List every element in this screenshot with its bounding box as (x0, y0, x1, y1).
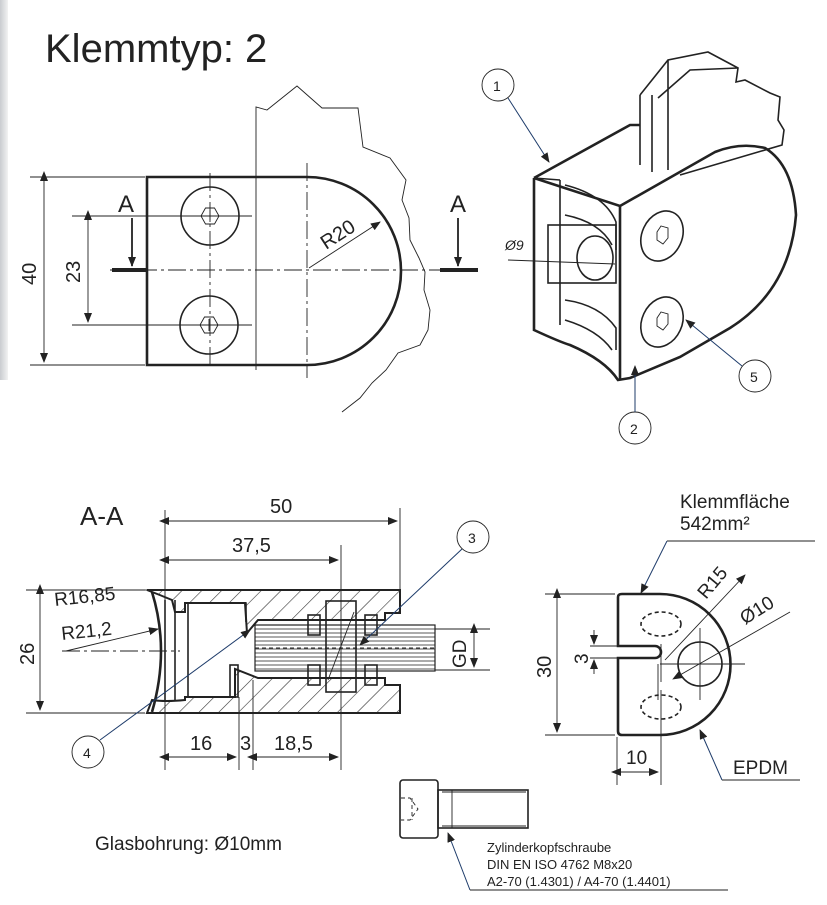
dim-r15: R15 (694, 563, 732, 603)
section-label: A-A (80, 501, 124, 531)
section-view: A-A 50 37,5 R16,85 R21,2 (17, 496, 490, 770)
iso-screw-head-bottom (640, 296, 684, 348)
dim-10: 10 (626, 748, 647, 769)
screw-hole-top (170, 186, 252, 246)
dim-16: 16 (190, 733, 212, 755)
screw-head (399, 779, 439, 839)
callout-5: 5 (750, 369, 758, 385)
iso-screw-head-top (640, 210, 684, 262)
callout-4: 4 (83, 745, 91, 761)
screw-type: Zylinderkopfschraube (487, 840, 611, 855)
callout-circle-3 (456, 520, 490, 554)
scan-edge-shadow (0, 0, 8, 380)
dim-40: 40 (19, 263, 41, 285)
screw-material: A2-70 (1.4301) / A4-70 (1.4401) (487, 874, 671, 889)
dim-30: 30 (534, 656, 556, 678)
iso-clamp-outline (532, 123, 798, 382)
dim-line-r20 (308, 221, 381, 269)
dim-50: 50 (270, 496, 292, 518)
dim-r20: R20 (317, 216, 360, 254)
dim-diameter-10: Ø10 (737, 592, 779, 629)
dim-37-5: 37,5 (232, 535, 271, 557)
dim-3: 3 (240, 733, 251, 755)
dim-18-5: 18,5 (274, 733, 313, 755)
iso-recess (547, 224, 617, 284)
section-marker-left: A (118, 191, 134, 218)
material-epdm: EPDM (733, 758, 788, 779)
dim-r16-85: R16,85 (53, 584, 116, 611)
gasket-outline (616, 592, 732, 737)
glass-panel-outline (255, 85, 431, 413)
callout-circle-4 (71, 735, 105, 769)
dim-diameter-9: Ø9 (504, 237, 524, 253)
drawing-title: Klemmtyp: 2 (45, 27, 267, 71)
screw-standard: DIN EN ISO 4762 M8x20 (487, 857, 632, 872)
glass-hole-note: Glasbohrung: Ø10mm (95, 834, 282, 855)
side-view: Klemmfläche 542mm² R15 Ø10 30 3 (534, 492, 815, 785)
dim-26: 26 (17, 643, 39, 665)
top-view: A A 40 23 R20 (19, 85, 480, 413)
note-area: 542mm² (680, 514, 750, 535)
dim-gd: GD (450, 640, 471, 669)
callout-1: 1 (493, 78, 501, 94)
threaded-pin (254, 624, 436, 672)
section-body-lower (145, 667, 401, 714)
note-klemmflaeche: Klemmfläche (680, 492, 790, 513)
dim-r21-2: R21,2 (60, 619, 113, 645)
callout-2: 2 (630, 421, 638, 437)
section-marker-right: A (450, 191, 466, 218)
iso-glass-panel (639, 51, 785, 176)
callout-circle-5 (738, 359, 772, 393)
callout-circle-1 (481, 68, 515, 102)
dim-23: 23 (63, 261, 85, 283)
clamp-top-outline (145, 175, 403, 367)
isometric-view: Ø9 1 2 5 (481, 51, 798, 445)
dim-side-3: 3 (572, 653, 593, 664)
screw-drawing: Zylinderkopfschraube DIN EN ISO 4762 M8x… (399, 779, 728, 891)
screw-shaft (437, 789, 529, 829)
callout-3: 3 (468, 530, 476, 546)
